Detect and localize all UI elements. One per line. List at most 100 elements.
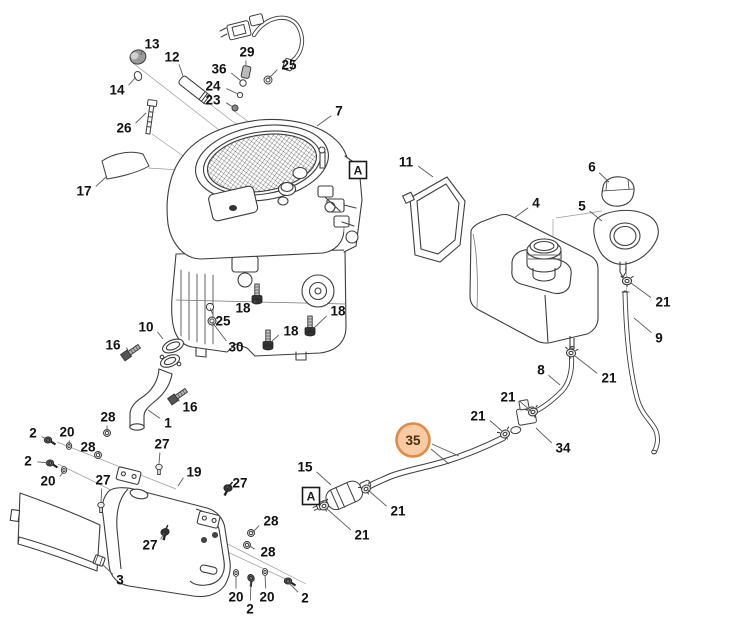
leader-line — [325, 507, 352, 531]
part-callout-21[interactable]: 21 — [390, 504, 406, 519]
part-callout-35-highlighted[interactable]: 35 — [405, 433, 421, 448]
part-callout-28[interactable]: 28 — [100, 410, 116, 425]
leader-line — [251, 525, 260, 534]
leader-line — [135, 112, 147, 124]
part-callout-20[interactable]: 20 — [59, 425, 74, 440]
part-callout-18[interactable]: 18 — [283, 324, 299, 339]
leader-line — [177, 477, 184, 487]
part-callout-18[interactable]: 18 — [235, 301, 251, 316]
part-callout-11[interactable]: 11 — [399, 155, 414, 170]
leader-line — [211, 321, 227, 342]
leader-line — [417, 165, 434, 178]
leader-line — [489, 420, 503, 432]
part-callout-25[interactable]: 25 — [215, 314, 231, 329]
leader-line — [226, 88, 239, 95]
leader-line — [367, 489, 387, 507]
part-callout-21[interactable]: 21 — [601, 371, 617, 386]
part-callout-28[interactable]: 28 — [80, 440, 96, 455]
part-callout-1[interactable]: 1 — [164, 416, 172, 431]
part-callout-24[interactable]: 24 — [205, 79, 221, 94]
highlighted-part-circle[interactable] — [395, 422, 431, 458]
part-callout-25[interactable]: 25 — [281, 58, 297, 73]
leader-line — [633, 317, 652, 334]
leader-line — [226, 486, 229, 489]
part-callout-36[interactable]: 36 — [211, 62, 227, 77]
view-marker-label: A — [354, 164, 363, 178]
part-callout-2[interactable]: 2 — [24, 454, 32, 469]
leader-line — [128, 76, 137, 86]
part-callout-20[interactable]: 20 — [259, 590, 274, 605]
leader-line — [97, 451, 100, 455]
part-callout-23[interactable]: 23 — [205, 93, 221, 108]
part-callout-20[interactable]: 20 — [228, 590, 243, 605]
part-callout-15[interactable]: 15 — [297, 460, 313, 475]
part-callout-28[interactable]: 28 — [260, 545, 276, 560]
part-callout-3[interactable]: 3 — [116, 573, 124, 588]
washer-24 — [236, 91, 244, 99]
part-callout-17[interactable]: 17 — [76, 184, 91, 199]
leader-line — [100, 488, 103, 503]
leader-line — [231, 72, 242, 82]
leader-line — [574, 355, 598, 374]
part-callout-27[interactable]: 27 — [95, 473, 110, 488]
part-callout-12[interactable]: 12 — [164, 50, 179, 65]
part-callout-2[interactable]: 2 — [29, 426, 37, 441]
part-callout-21[interactable]: 21 — [354, 528, 370, 543]
screw-23 — [231, 104, 239, 112]
part-callout-21[interactable]: 21 — [470, 409, 486, 424]
part-callout-6[interactable]: 6 — [588, 160, 596, 175]
leader-line — [548, 374, 561, 386]
part-callout-19[interactable]: 19 — [186, 465, 201, 480]
leader-line — [37, 461, 51, 464]
part-callout-16[interactable]: 16 — [182, 400, 198, 415]
part-callout-27[interactable]: 27 — [232, 476, 247, 491]
part-callout-2[interactable]: 2 — [246, 602, 254, 617]
leader-line — [589, 210, 603, 222]
part-callout-14[interactable]: 14 — [109, 83, 125, 98]
leader-line — [287, 581, 299, 593]
gasket-11 — [401, 176, 466, 263]
part-callout-9[interactable]: 9 — [655, 331, 663, 346]
leader-line — [147, 409, 161, 419]
leader-line — [140, 49, 143, 56]
leader-line — [209, 307, 214, 316]
part-callout-34[interactable]: 34 — [555, 441, 571, 456]
part-callout-4[interactable]: 4 — [532, 196, 540, 211]
small-parts-top-left — [101, 49, 212, 180]
part-callout-13[interactable]: 13 — [144, 37, 160, 52]
part-callout-20[interactable]: 20 — [40, 474, 55, 489]
leader-line — [178, 64, 184, 77]
part-callout-28[interactable]: 28 — [263, 514, 279, 529]
leader-line — [158, 452, 161, 465]
part-callout-26[interactable]: 26 — [116, 121, 132, 136]
part-callout-2[interactable]: 2 — [301, 591, 309, 606]
part-callout-21[interactable]: 21 — [500, 390, 516, 405]
fuel-tank — [469, 214, 599, 351]
leader-line — [160, 532, 165, 540]
leader-line — [267, 69, 278, 80]
oring-25 — [263, 75, 273, 85]
part-callout-29[interactable]: 29 — [239, 45, 254, 60]
view-marker-box[interactable] — [301, 486, 321, 506]
part-callout-27[interactable]: 27 — [142, 538, 157, 553]
part-callout-8[interactable]: 8 — [537, 363, 545, 378]
leader-line — [59, 470, 65, 477]
leader-line — [249, 580, 252, 601]
part-callout-18[interactable]: 18 — [330, 304, 346, 319]
part-callout-5[interactable]: 5 — [578, 199, 586, 214]
leader-line — [313, 315, 327, 329]
part-callout-10[interactable]: 10 — [138, 320, 153, 335]
view-marker-box[interactable] — [348, 160, 368, 180]
leader-line — [41, 436, 49, 441]
part-callout-30[interactable]: 30 — [228, 340, 243, 355]
leader-line — [95, 176, 107, 187]
leader-line — [270, 334, 280, 343]
part-callout-21[interactable]: 21 — [655, 295, 671, 310]
part-callout-7[interactable]: 7 — [335, 104, 343, 119]
leader-line — [316, 115, 332, 127]
diagram-artwork — [9, 13, 660, 598]
part-callout-16[interactable]: 16 — [105, 338, 121, 353]
part-callout-27[interactable]: 27 — [154, 437, 169, 452]
